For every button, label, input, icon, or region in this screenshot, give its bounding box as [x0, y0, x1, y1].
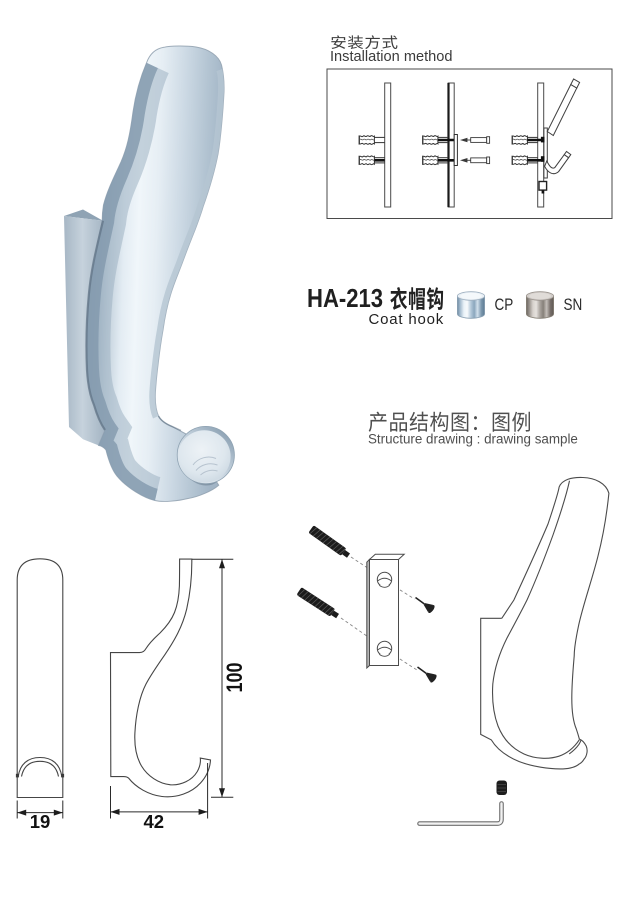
- svg-text:100: 100: [223, 662, 247, 692]
- svg-text:19: 19: [30, 811, 51, 832]
- svg-text:SN: SN: [564, 296, 583, 315]
- svg-text:HA-213: HA-213: [307, 285, 383, 314]
- svg-text:Structure drawing : drawing sa: Structure drawing : drawing sample: [368, 431, 578, 446]
- svg-text:42: 42: [144, 811, 165, 832]
- svg-text:CP: CP: [495, 296, 514, 315]
- svg-text:Coat hook: Coat hook: [369, 311, 445, 328]
- svg-text:Installation method: Installation method: [330, 49, 453, 65]
